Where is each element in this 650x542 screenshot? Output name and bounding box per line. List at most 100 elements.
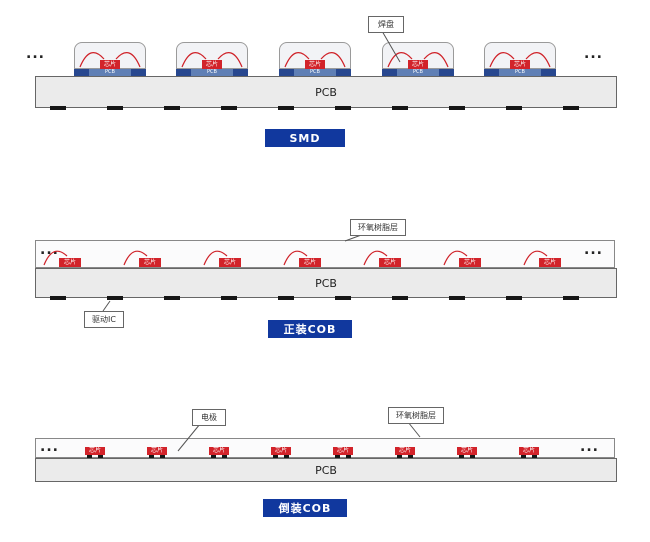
electrode-left [149,455,154,458]
smd-package: 芯片 PCB [176,42,248,76]
smd-package: 芯片 PCB [279,42,351,76]
driver-ic-pad [563,296,579,300]
section-title-front-cob: 正装COB [268,320,352,338]
driver-ic-pad [335,296,351,300]
bottom-pad [506,106,522,110]
electrode-right [346,455,351,458]
electrode-left [397,455,402,458]
led-chip: 芯片 [59,258,81,267]
solder-pad-right [131,69,146,76]
bottom-pad [221,106,237,110]
bottom-pad [278,106,294,110]
driver-ic-pad [449,296,465,300]
flip-chip: 芯片 [457,447,477,458]
flip-chip: 芯片 [209,447,229,458]
pcb-label: PCB [315,276,337,290]
electrode-right [408,455,413,458]
ellipsis-left: ... [40,439,59,455]
led-chip: 芯片 [202,60,222,69]
flip-chip: 芯片 [519,447,539,458]
led-chip: 芯片 [271,447,291,455]
smd-substrate: PCB [74,69,146,76]
led-chip: 芯片 [395,447,415,455]
bottom-pad [335,106,351,110]
flip-chip: 芯片 [85,447,105,458]
solder-pad-left [74,69,89,76]
bond-wires [43,250,548,266]
bottom-pad [449,106,465,110]
flip-cob-pcb-bar: PCB [35,458,617,482]
driver-ic-pad [107,296,123,300]
solder-pad-right [336,69,351,76]
led-chip: 芯片 [100,60,120,69]
pcb-label: PCB [315,463,337,477]
led-chip: 芯片 [219,258,241,267]
electrode-left [211,455,216,458]
flip-chip: 芯片 [333,447,353,458]
electrode-left [521,455,526,458]
ellipsis-left: ... [40,242,59,258]
bottom-pad [50,106,66,110]
driver-ic-pad [164,296,180,300]
led-chip: 芯片 [305,60,325,69]
smd-substrate: PCB [484,69,556,76]
electrode-right [284,455,289,458]
smd-package: 芯片 PCB [484,42,556,76]
smd-substrate: PCB [382,69,454,76]
bond-wires [284,52,346,68]
solder-pad-right [233,69,248,76]
package-pcb-label: PCB [310,69,320,75]
led-chip: 芯片 [147,447,167,455]
led-chip: 芯片 [85,447,105,455]
solder-pad-right [439,69,454,76]
package-pcb-label: PCB [105,69,115,75]
solder-pad-left [382,69,397,76]
section-title-flip-cob: 倒装COB [263,499,347,517]
electrode-right [98,455,103,458]
pcb-label: PCB [315,85,337,99]
driver-ic-pad [392,296,408,300]
callout-driver-ic: 驱动IC [84,311,124,328]
callout-electrode: 电极 [192,409,226,426]
smd-package: 芯片 PCB [382,42,454,76]
led-chip: 芯片 [510,60,530,69]
electrode-right [222,455,227,458]
section-title-smd: SMD [265,129,345,147]
led-chip: 芯片 [519,447,539,455]
led-chip: 芯片 [379,258,401,267]
solder-pad-right [541,69,556,76]
electrode-right [160,455,165,458]
solder-pad-left [484,69,499,76]
bottom-pad [107,106,123,110]
flip-chip: 芯片 [271,447,291,458]
package-pcb-label: PCB [413,69,423,75]
package-pcb-label: PCB [207,69,217,75]
smd-pcb-bar: PCB [35,76,617,108]
bond-wires [489,52,551,68]
electrode-right [470,455,475,458]
callout-epoxy-layer: 环氧树脂层 [350,219,406,236]
bottom-pad [563,106,579,110]
package-pcb-label: PCB [515,69,525,75]
bottom-pad [164,106,180,110]
ellipsis-right: ... [580,439,599,455]
led-chip: 芯片 [539,258,561,267]
ellipsis-right: ... [584,242,603,258]
electrode-left [87,455,92,458]
smd-substrate: PCB [176,69,248,76]
flip-chip: 芯片 [147,447,167,458]
electrode-right [532,455,537,458]
led-chip: 芯片 [299,258,321,267]
bond-wires [181,52,243,68]
led-chip: 芯片 [209,447,229,455]
driver-ic-pad [221,296,237,300]
led-chip: 芯片 [457,447,477,455]
callout-epoxy-layer: 环氧树脂层 [388,407,444,424]
led-chip: 芯片 [139,258,161,267]
led-chip: 芯片 [333,447,353,455]
front-cob-pcb-bar: PCB [35,268,617,298]
driver-ic-pad [50,296,66,300]
bond-wires [79,52,141,68]
electrode-left [335,455,340,458]
